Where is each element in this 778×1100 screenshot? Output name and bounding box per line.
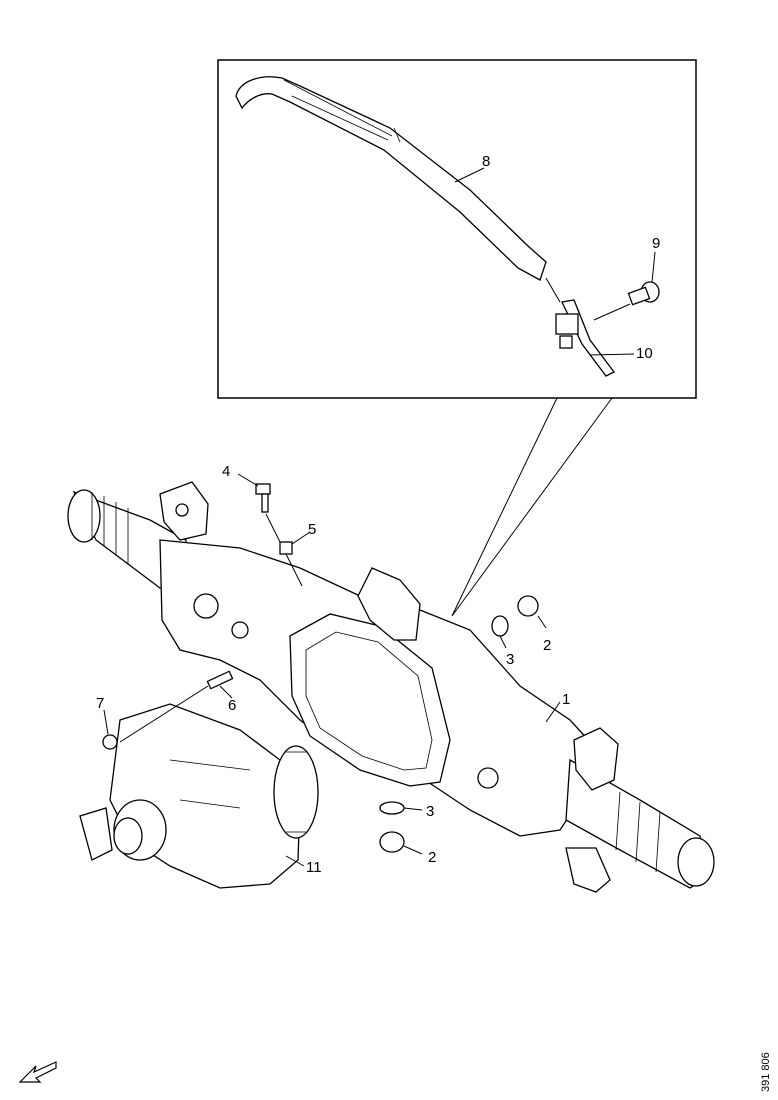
reference-number: 391 806 (760, 1052, 772, 1092)
part-7-nut (102, 709, 118, 750)
callout-6: 6 (228, 697, 236, 714)
callout-3-lower: 3 (426, 803, 434, 820)
part-2-plug-lower (379, 831, 423, 855)
callout-4: 4 (222, 463, 230, 480)
direction-arrow-icon (18, 1061, 57, 1083)
detail-inset-frame (217, 59, 697, 399)
part-3-seal-lower (379, 801, 423, 815)
part-2-plug-upper (517, 595, 547, 629)
inset-pointer (451, 397, 613, 617)
right-hub-flange (677, 837, 715, 887)
ring-gear (273, 745, 319, 839)
breather-clip (555, 313, 579, 335)
callout-5: 5 (308, 521, 316, 538)
differential-carrier (79, 703, 319, 889)
left-hub-flange (67, 489, 101, 543)
part-6-stud (119, 670, 234, 743)
differential-mounting-flange (289, 613, 451, 787)
callout-9: 9 (652, 235, 660, 252)
part-5-adapter (279, 531, 311, 555)
callout-2-upper: 2 (543, 637, 551, 654)
callout-8: 8 (482, 153, 490, 170)
callout-10: 10 (636, 345, 653, 362)
callout-11: 11 (306, 859, 322, 876)
callout-2-lower: 2 (428, 849, 436, 866)
breather-screw (593, 281, 660, 321)
part-3-seal-upper (491, 615, 509, 649)
axle-housing (67, 481, 715, 893)
callout-1: 1 (562, 691, 570, 708)
callout-7: 7 (96, 695, 104, 712)
detail-inset (217, 59, 697, 399)
breather-hose (235, 76, 547, 281)
callout-3-upper: 3 (506, 651, 514, 668)
